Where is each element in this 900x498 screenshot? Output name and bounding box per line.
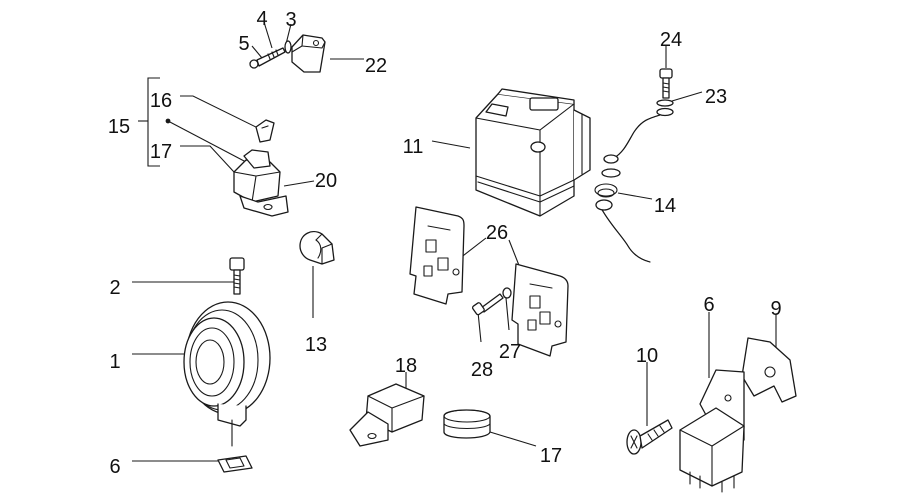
main-relay xyxy=(679,337,797,493)
clip-part xyxy=(291,34,326,73)
callout-27: 27 xyxy=(499,341,521,363)
horn xyxy=(183,301,271,447)
starter-relay xyxy=(233,119,289,217)
flasher-relay xyxy=(349,383,425,447)
callout-26: 26 xyxy=(486,222,508,244)
horn-bolt xyxy=(229,257,245,295)
callout-23: 23 xyxy=(705,86,727,108)
tray-bolt xyxy=(471,287,512,316)
callout-24: 24 xyxy=(660,29,682,51)
callout-22: 22 xyxy=(365,55,387,77)
band-clamp xyxy=(443,409,491,439)
callout-4: 4 xyxy=(256,8,267,30)
callout-1: 1 xyxy=(109,351,120,373)
callout-17: 17 xyxy=(540,445,562,467)
callout-2: 2 xyxy=(109,277,120,299)
battery-tray-plate-front xyxy=(511,263,569,357)
callout-20: 20 xyxy=(315,170,337,192)
callout-10: 10 xyxy=(636,345,658,367)
callout-6: 6 xyxy=(703,294,714,316)
leader-lines xyxy=(132,21,777,462)
callout-16: 16 xyxy=(150,90,172,112)
relay-screw xyxy=(626,419,673,455)
battery-bolt xyxy=(656,68,674,117)
bracket-dot xyxy=(165,118,171,124)
callout-9: 9 xyxy=(770,298,781,320)
small-screw-assembly xyxy=(249,40,292,69)
battery-cable xyxy=(601,114,661,178)
callout-5: 5 xyxy=(238,33,249,55)
callout-13: 13 xyxy=(305,334,327,356)
callout-6: 6 xyxy=(109,456,120,478)
hose-clamp-assembly xyxy=(594,183,651,263)
callout-17: 17 xyxy=(150,141,172,163)
callout-3: 3 xyxy=(285,9,296,31)
cable-clip xyxy=(299,231,335,265)
callout-11: 11 xyxy=(403,136,424,158)
nut-plate xyxy=(217,455,253,473)
callout-14: 14 xyxy=(654,195,676,217)
battery-tray-plate-rear xyxy=(409,206,465,305)
callout-18: 18 xyxy=(395,355,417,377)
callout-15: 15 xyxy=(108,116,130,138)
callout-28: 28 xyxy=(471,359,493,381)
battery xyxy=(475,88,591,217)
